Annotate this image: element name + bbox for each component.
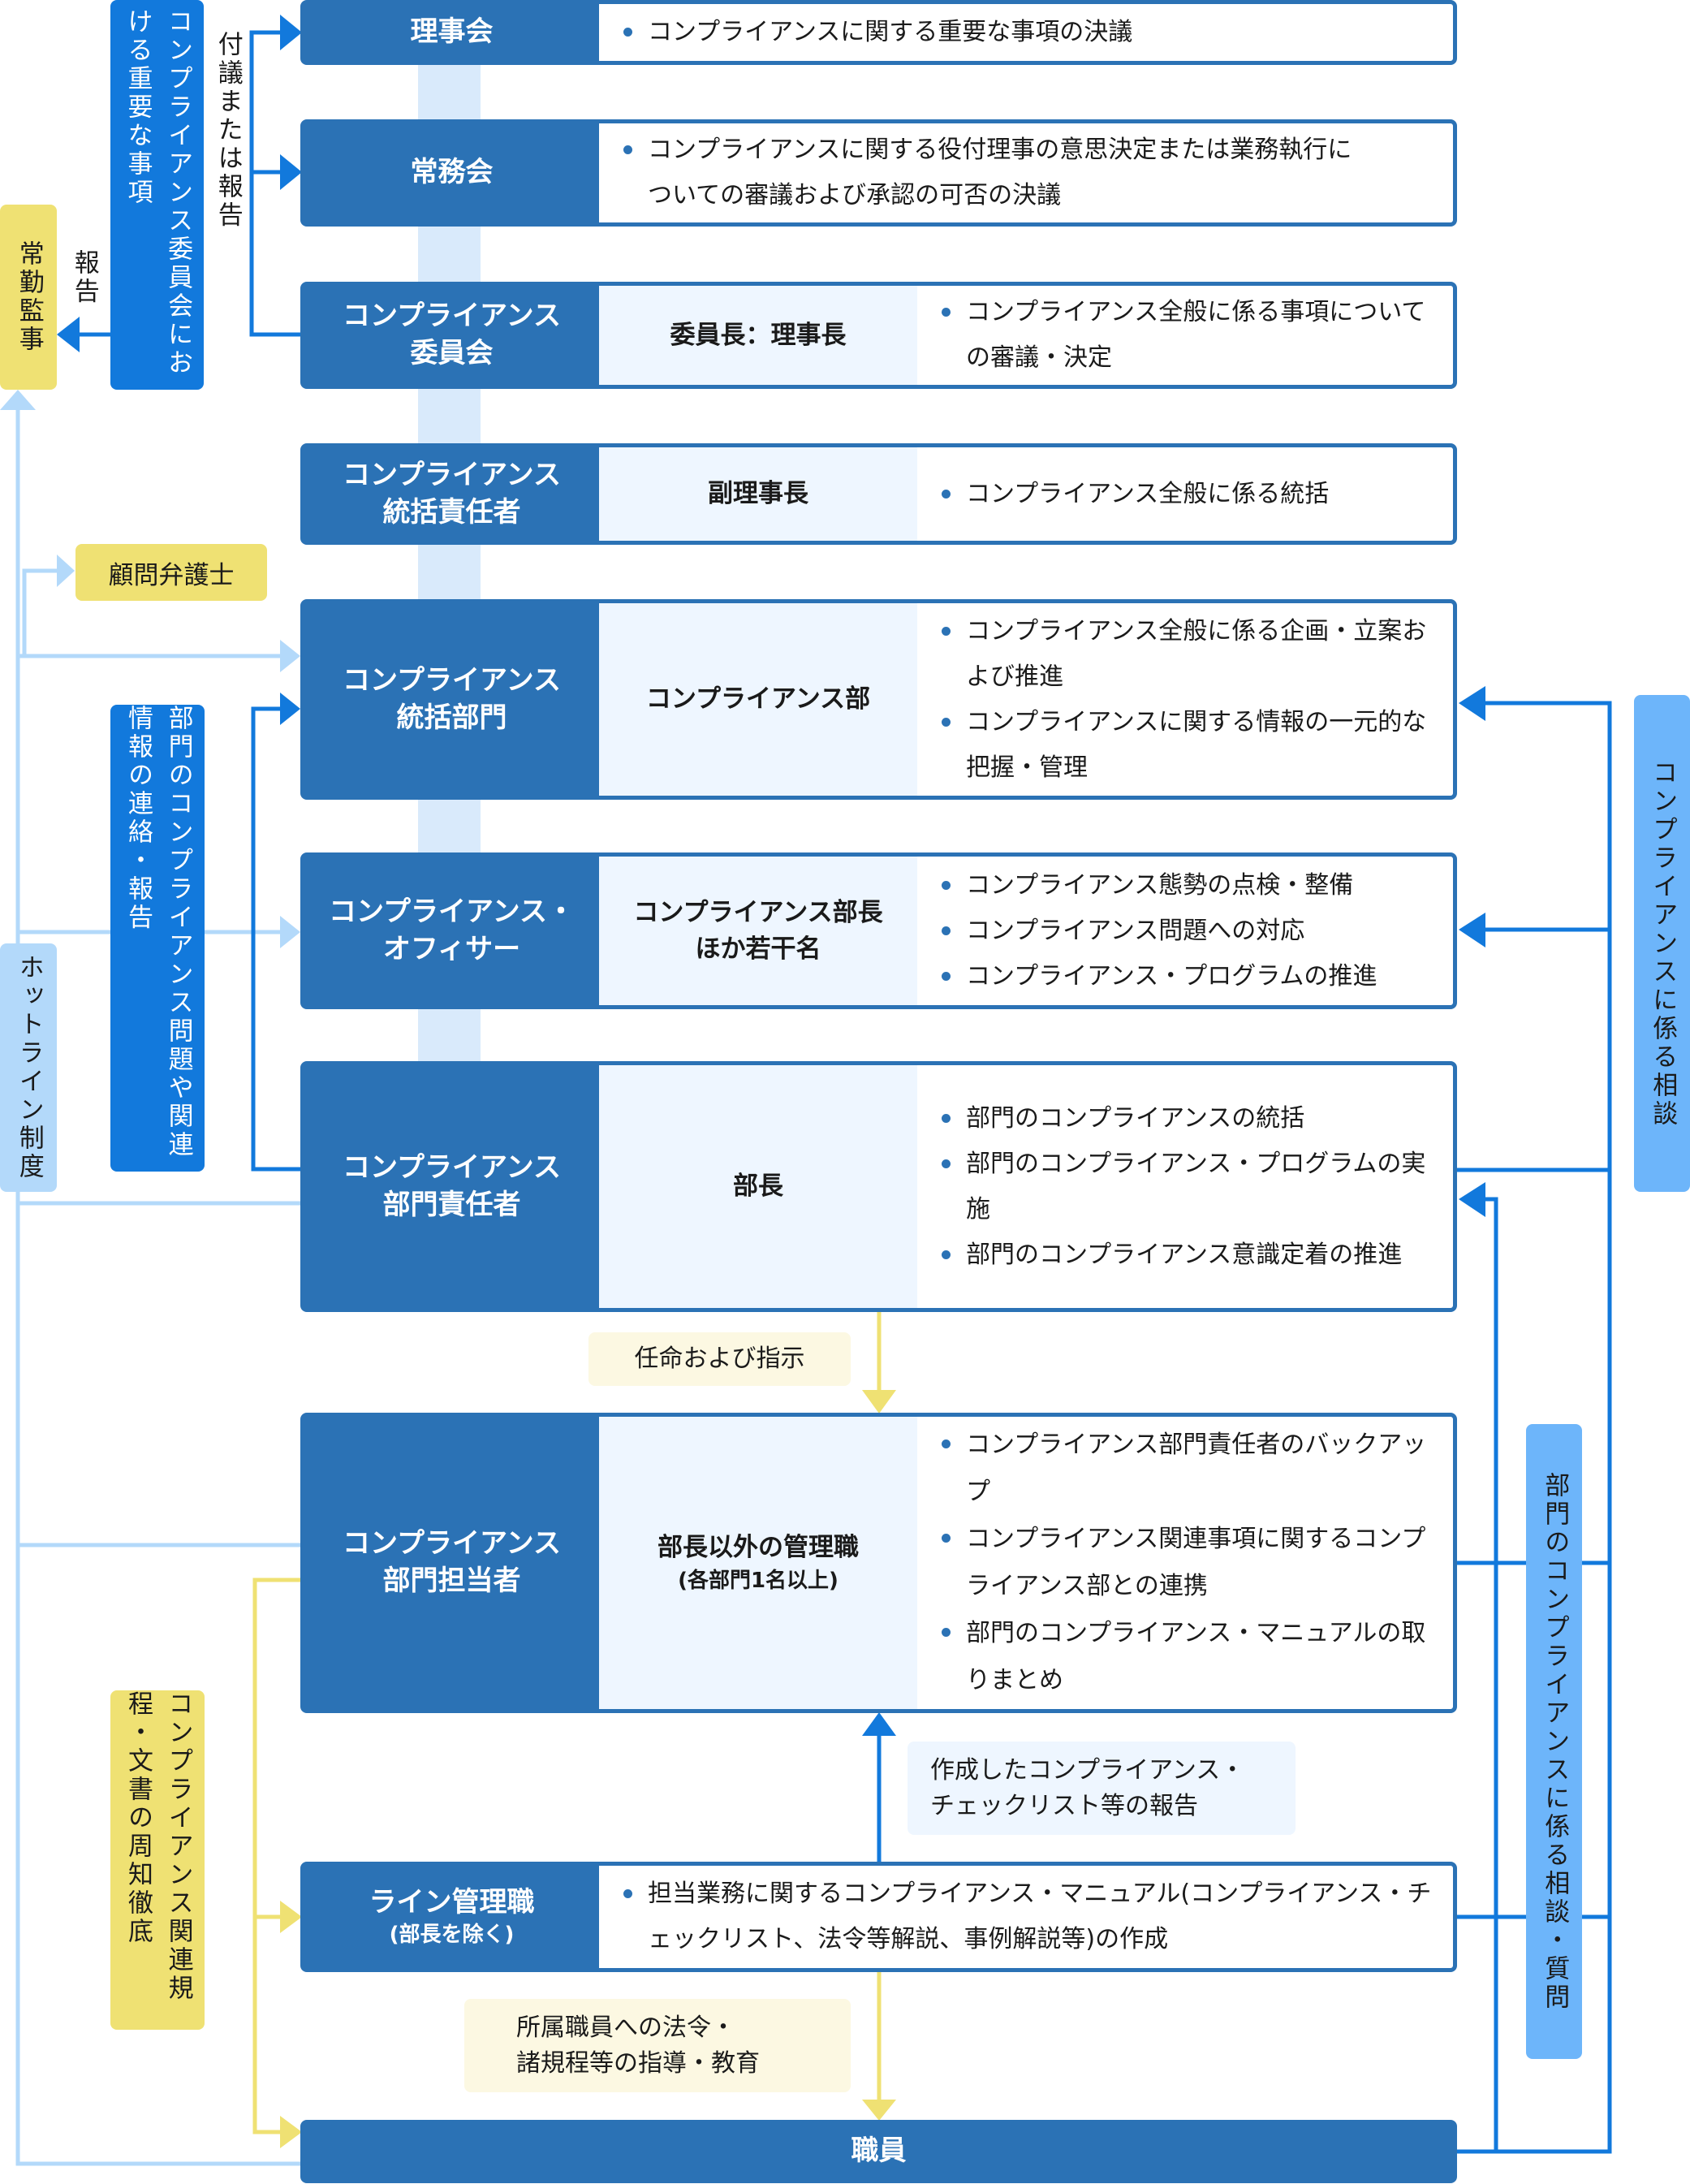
consult-connectors	[1457, 701, 1612, 2154]
row-staff: 職員	[300, 2120, 1457, 2183]
proposal-label: 付議または報告	[213, 30, 243, 230]
arrow-to-officer-pale	[280, 916, 300, 948]
yellow-connectors	[252, 1311, 882, 2134]
row-head: 常務会	[304, 123, 599, 222]
arrow-to-staff-down	[862, 2100, 896, 2121]
row-head: コンプライアンス	[343, 1150, 561, 1184]
row-board: 理事会 コンプライアンスに関する重要な事項の決議	[300, 0, 1457, 65]
committee-matters-box: コンプライアンス委員会における重要な事項	[110, 0, 204, 390]
duty-item: 部門のコンプライアンスの統括	[940, 1096, 1437, 1142]
row-line-manager: ライン管理職(部長を除く) 担当業務に関するコンプライアンス・マニュアル(コンプ…	[300, 1862, 1457, 1972]
duty-item: コンプライアンスに関する情報の一元的な把握・管理	[940, 700, 1437, 791]
hotline-box: ホットライン制度	[0, 943, 57, 1192]
duty-item: コンプライアンス全般に係る統括	[940, 472, 1437, 517]
arrow-to-auditor-head	[57, 317, 80, 352]
duty-item: 部門のコンプライアンス・マニュアルの取りまとめ	[940, 1610, 1437, 1704]
consult-box: コンプライアンスに係る相談	[1634, 695, 1690, 1192]
duty-item: 部門のコンプライアンス意識定着の推進	[940, 1232, 1437, 1278]
duty-item: コンプライアンス全般に係る企画・立案および推進	[940, 609, 1437, 700]
row-role: 副理事長	[599, 447, 917, 541]
duty-item: コンプライアンス・プログラムの推進	[940, 954, 1437, 999]
arrow-to-auditor-up	[0, 390, 36, 410]
dept-info-box: 部門のコンプライアンス問題や関連情報の連絡・報告	[110, 705, 205, 1172]
row-division: コンプライアンス統括部門 コンプライアンス部 コンプライアンス全般に係る企画・立…	[300, 599, 1457, 800]
duty-item: コンプライアンスに関する重要な事項の決議	[622, 10, 1437, 55]
duty-item: コンプライアンス部門責任者のバックアップ	[940, 1422, 1437, 1516]
row-role: 部長	[599, 1065, 917, 1308]
duty-item: 担当業務に関するコンプライアンス・マニュアル(コンプライアンス・チェックリスト、…	[622, 1871, 1437, 1962]
rules-box: コンプライアンス関連規程・文書の周知徹底	[110, 1690, 205, 2030]
row-chief-officer: コンプライアンス統括責任者 副理事長 コンプライアンス全般に係る統括	[300, 443, 1457, 545]
arrow-to-exec	[280, 154, 302, 190]
row-head: 職員	[304, 2124, 1453, 2179]
report-label: 報告	[69, 249, 99, 306]
appoint-note: 任命および指示	[588, 1332, 851, 1386]
arrow-to-lawyer	[57, 555, 75, 587]
guidance-note: 所属職員への法令・諸規程等の指導・教育	[464, 1999, 851, 2092]
row-role: コンプライアンス部長	[633, 897, 883, 927]
arrow-to-board	[280, 15, 302, 50]
duty-item: 部門のコンプライアンス・プログラムの実施	[940, 1142, 1437, 1232]
arrow-to-line-mgr	[280, 1901, 302, 1933]
arrow-to-division-pale	[280, 640, 300, 672]
arrow-to-staff-y	[280, 2116, 302, 2148]
auditor-box: 常勤監事	[0, 205, 57, 390]
arrow-to-division	[280, 693, 300, 725]
row-head: コンプライアンス	[343, 458, 561, 491]
row-dept-staff: コンプライアンス部門担当者 部長以外の管理職(各部門1名以上) コンプライアンス…	[300, 1413, 1457, 1713]
arrow-consult-depthead	[1459, 1182, 1485, 1217]
row-executive: 常務会 コンプライアンスに関する役付理事の意思決定または業務執行についての審議お…	[300, 119, 1457, 227]
duty-item: コンプライアンス全般に係る事項についての審議・決定	[940, 290, 1437, 381]
row-officer: コンプライアンス・オフィサー コンプライアンス部長ほか若干名 コンプライアンス態…	[300, 852, 1457, 1009]
duty-item: コンプライアンスに関する役付理事の意思決定または業務執行についての審議および承認…	[622, 127, 1356, 218]
row-committee: コンプライアンス委員会 委員長：理事長 コンプライアンス全般に係る事項についての…	[300, 282, 1457, 389]
checklist-note: 作成したコンプライアンス・チェックリスト等の報告	[908, 1742, 1296, 1835]
arrow-checklist-up	[862, 1712, 896, 1736]
arrow-consult-division	[1459, 686, 1485, 721]
row-head: ライン管理職	[369, 1885, 535, 1919]
row-dept-head: コンプライアンス部門責任者 部長 部門のコンプライアンスの統括 部門のコンプライ…	[300, 1061, 1457, 1312]
row-role: 委員長：理事長	[599, 286, 917, 385]
row-role: コンプライアンス部	[599, 603, 917, 796]
duty-item: コンプライアンス問題への対応	[940, 909, 1437, 954]
row-role: 部長以外の管理職	[657, 1532, 859, 1562]
arrow-consult-officer	[1459, 913, 1485, 947]
row-head: コンプライアンス	[343, 1527, 561, 1560]
duty-item: コンプライアンス態勢の点検・整備	[940, 863, 1437, 909]
row-head: コンプライアンス	[343, 663, 561, 697]
row-head: 理事会	[304, 4, 599, 61]
consult-question-box: 部門のコンプライアンスに係る相談・質問	[1526, 1424, 1582, 2059]
row-head: コンプライアンス・	[329, 895, 575, 928]
row-head: コンプライアンス	[343, 300, 561, 333]
lawyer-box: 顧問弁護士	[75, 544, 267, 601]
arrow-appoint	[862, 1390, 896, 1414]
dept-to-division	[251, 706, 300, 1172]
duty-item: コンプライアンス関連事項に関するコンプライアンス部との連携	[940, 1516, 1437, 1610]
